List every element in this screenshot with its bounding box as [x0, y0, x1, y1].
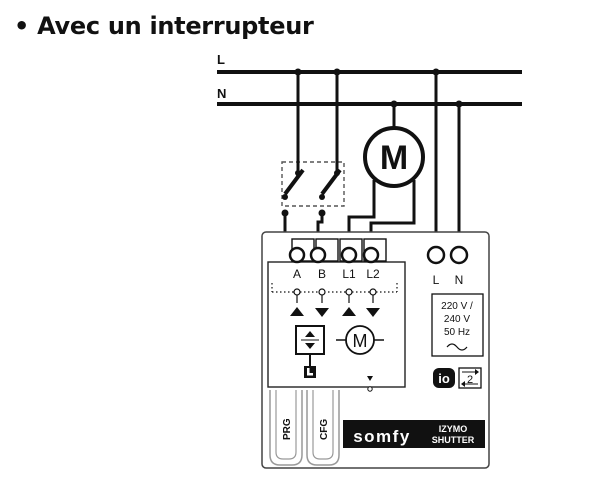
- product-line1: IZYMO: [439, 424, 468, 434]
- inner-panel: [267, 261, 406, 388]
- terminal-label-a: A: [293, 267, 301, 281]
- down-arrow-icon: [315, 308, 329, 317]
- svg-text:io: io: [438, 371, 450, 386]
- up-arrow-icon: [342, 307, 356, 316]
- product-line2: SHUTTER: [432, 435, 475, 445]
- switch-symbol-icon: [295, 325, 325, 378]
- switch-housing: [281, 161, 345, 207]
- svg-text:2: 2: [467, 374, 473, 386]
- cfg-label: CFG: [319, 419, 330, 440]
- mains-rails: L N: [217, 52, 522, 108]
- down-arrow-icon: [366, 308, 380, 317]
- prg-button[interactable]: PRG: [269, 390, 303, 466]
- terminal-label-b: B: [318, 267, 326, 281]
- power-spec-line2: 240 V: [444, 314, 470, 325]
- motor-label: M: [380, 139, 408, 177]
- cfg-button[interactable]: CFG: [306, 390, 340, 466]
- terminal-label-l: L: [433, 273, 440, 287]
- power-spec-box: 220 V / 240 V 50 Hz: [431, 293, 484, 357]
- ac-wave-icon: [446, 343, 468, 351]
- somfy-logo: somfy: [353, 427, 411, 446]
- brand-bar: somfy IZYMO SHUTTER: [343, 420, 485, 448]
- terminal-label-n: N: [455, 273, 464, 287]
- terminal-screws: [288, 238, 469, 265]
- led-icon: [367, 386, 373, 392]
- neutral-line-label: N: [217, 86, 226, 101]
- motor-circle: [363, 126, 425, 188]
- motor: M: [363, 104, 425, 188]
- motor-symbol-icon: M: [336, 325, 384, 355]
- terminal-label-l1: L1: [342, 267, 356, 281]
- up-arrow-icon: [290, 307, 304, 316]
- terminal-label-l2: L2: [366, 267, 380, 281]
- led-marker-icon: [367, 376, 373, 381]
- switch-lever-b: [320, 168, 342, 196]
- io-badge: io: [433, 368, 455, 388]
- internal-bus: [271, 283, 398, 303]
- double-switch: [281, 72, 345, 217]
- channel-badge: 2: [458, 367, 482, 389]
- svg-text:M: M: [353, 331, 368, 351]
- izymo-module: A B L1 L2 L N: [261, 231, 490, 469]
- page-title: • Avec un interrupteur: [14, 12, 314, 40]
- switch-lever-a: [283, 168, 305, 196]
- power-spec-line3: 50 Hz: [444, 327, 470, 338]
- prg-label: PRG: [282, 418, 293, 440]
- power-spec-line1: 220 V /: [441, 301, 473, 312]
- live-line-label: L: [217, 52, 225, 67]
